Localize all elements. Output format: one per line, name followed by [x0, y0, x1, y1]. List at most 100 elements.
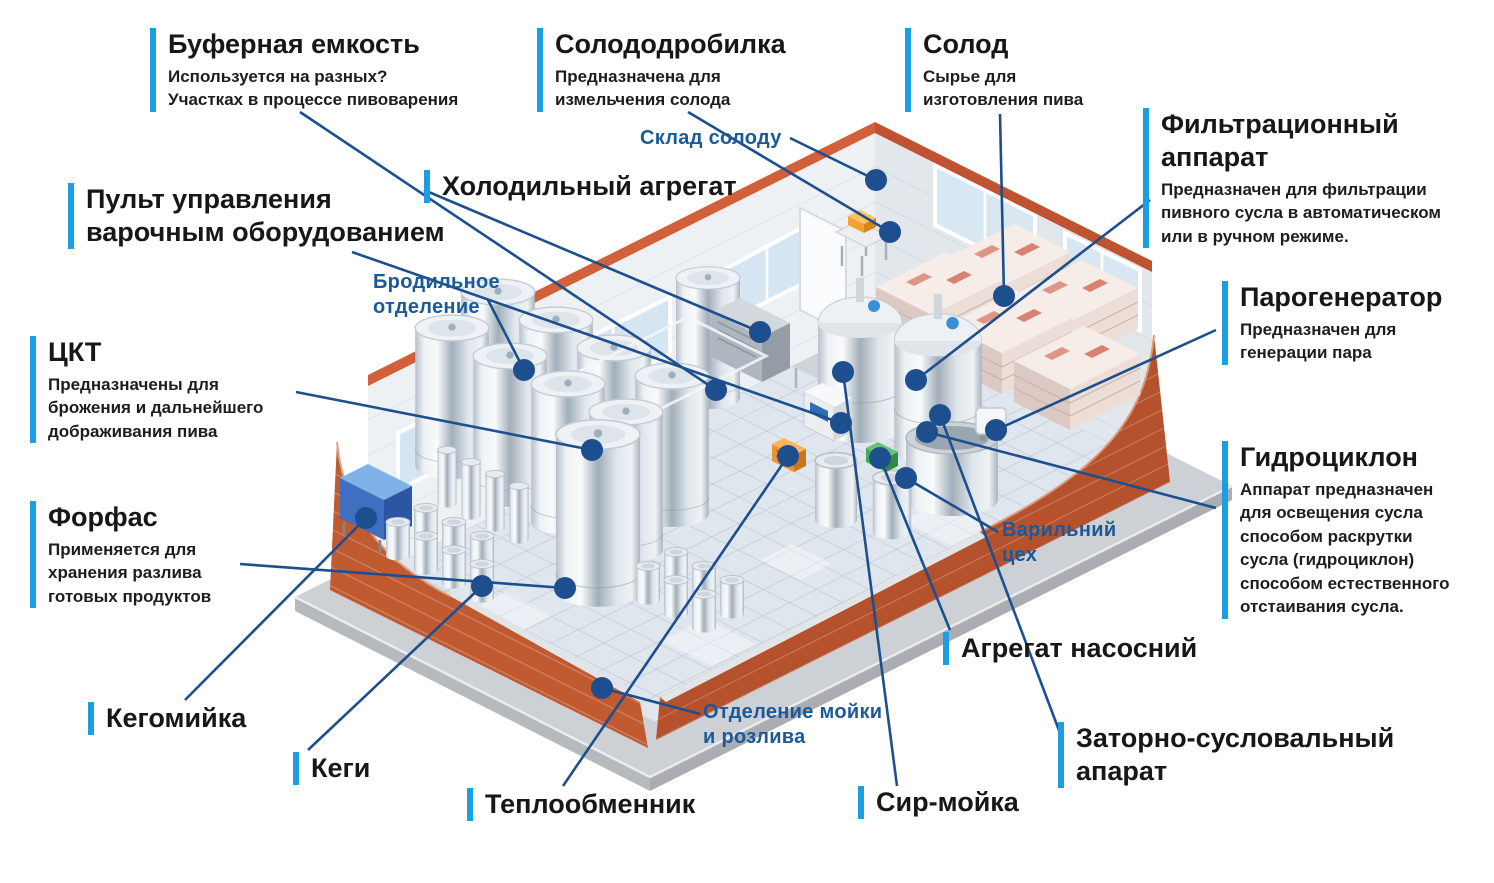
accent-bar — [1222, 441, 1228, 619]
callout-malt: Солод Сырье для изготовления пива — [905, 28, 1083, 112]
callout-title: Солододробилка — [555, 29, 786, 59]
connector-dot — [471, 575, 493, 597]
mash-apparatus-line — [929, 404, 1062, 734]
accent-bar — [1143, 108, 1149, 249]
callout-pump-unit: Агрегат насосний — [943, 632, 1197, 665]
callout-malt-mill: Солододробилка Предназначена для измельч… — [537, 28, 786, 112]
callout-title: Парогенератор — [1240, 282, 1443, 312]
connector-dot — [993, 285, 1015, 307]
callout-tskt: ЦКТ Предназначены для брожения и дальней… — [30, 336, 264, 444]
callout-title: Заторно-сусловальный апарат — [1076, 723, 1395, 786]
connector-dot — [705, 379, 727, 401]
callout-title: Агрегат насосний — [961, 633, 1198, 663]
buffer-tank-line — [299, 110, 727, 401]
washing-room-line — [591, 677, 701, 716]
callout-title: Буферная емкость — [168, 29, 420, 59]
room-label-washing: Отделение мойки и розлива — [703, 701, 883, 748]
malt-storage-line — [789, 136, 887, 191]
callout-steam-generator: Парогенератор Предназначен для генерации… — [1222, 281, 1442, 365]
room-label-fermentation: Бродильное отделение — [373, 271, 500, 318]
callout-filter-apparatus: Фильтрационный аппарат Предназначен для … — [1143, 108, 1494, 249]
connector-dot — [513, 359, 535, 381]
accent-bar — [30, 501, 36, 609]
callout-title: Холодильный агрегат — [442, 171, 737, 201]
callout-forfas: Форфас Применяется для хранения разлива … — [30, 501, 212, 609]
connector-dot — [929, 404, 951, 426]
connector-dot — [865, 169, 887, 191]
callout-desc: Применяется для хранения разлива готовых… — [48, 539, 212, 606]
control-panel-line — [351, 250, 852, 434]
connector-dot — [895, 467, 917, 489]
callout-title: Солод — [923, 29, 1009, 59]
steam-generator-line — [985, 328, 1217, 441]
connector-dot — [916, 421, 938, 443]
accent-bar — [88, 702, 94, 735]
callout-kegs: Кеги — [293, 752, 370, 785]
connector-dot — [830, 412, 852, 434]
connector-dot — [869, 447, 891, 469]
connector-dot — [554, 577, 576, 599]
connector-dot — [355, 507, 377, 529]
connector-dot — [832, 361, 854, 383]
accent-bar — [1058, 722, 1064, 788]
callout-heat-exchanger: Теплообменник — [467, 788, 695, 821]
accent-bar — [68, 183, 74, 249]
accent-bar — [905, 28, 911, 112]
callout-desc: Предназначен для фильтрации пивного сусл… — [1161, 179, 1441, 246]
accent-bar — [467, 788, 473, 821]
connector-dot — [581, 439, 603, 461]
hydrocyclone-line — [916, 421, 1217, 510]
callout-title: ЦКТ — [48, 337, 102, 367]
callout-desc: Аппарат предназначен для освещения сусла… — [1240, 479, 1450, 617]
pump-unit-line — [869, 447, 952, 631]
callout-title: Фильтрационный аппарат — [1161, 109, 1399, 172]
callout-title: Гидроциклон — [1240, 442, 1418, 472]
sir-washer-line — [832, 361, 899, 787]
connector-dot — [879, 221, 901, 243]
connector-dot — [985, 419, 1007, 441]
accent-bar — [293, 752, 299, 785]
callout-desc: Предназначены для брожения и дальнейшего… — [48, 374, 264, 441]
callout-hydrocyclone: Гидроциклон Аппарат предназначен для осв… — [1222, 441, 1450, 619]
fermentation-room-line — [486, 299, 535, 381]
callout-buffer-tank: Буферная емкость Используется на разных?… — [150, 28, 458, 112]
room-label-brew-shop: Варильний цех — [1002, 519, 1117, 566]
malt-mill-line — [687, 110, 901, 243]
forfas-line — [239, 562, 576, 599]
connector-dot — [749, 321, 771, 343]
accent-bar — [424, 170, 430, 203]
brew-shop-line — [895, 467, 999, 534]
callout-title: Теплообменник — [485, 789, 696, 819]
callout-title: Форфас — [48, 502, 158, 532]
callout-chiller: Холодильный агрегат — [424, 170, 737, 203]
chiller-line — [423, 188, 771, 343]
callout-desc: Предназначена для измельчения солода — [555, 66, 731, 110]
connector-dot — [777, 445, 799, 467]
malt-line — [993, 113, 1015, 307]
accent-bar — [858, 786, 864, 819]
callout-title: Сир-мойка — [876, 787, 1019, 817]
keg-washer-line — [184, 507, 377, 701]
callout-mash-apparatus: Заторно-сусловальный апарат — [1058, 722, 1394, 788]
callout-title: Пульт управления варочным оборудованием — [86, 184, 445, 247]
callout-desc: Используется на разных? Участках в проце… — [168, 66, 459, 110]
accent-bar — [30, 336, 36, 444]
accent-bar — [150, 28, 156, 112]
callout-sir-washer: Сир-мойка — [858, 786, 1019, 819]
callout-title: Кегомийка — [106, 703, 247, 733]
connector-dot — [905, 369, 927, 391]
heat-exchanger-line — [561, 445, 799, 787]
accent-bar — [537, 28, 543, 112]
accent-bar — [943, 632, 949, 665]
filter-line — [905, 198, 1151, 391]
room-label-malt-storage: Склад солоду — [640, 127, 782, 149]
callout-keg-washer: Кегомийка — [88, 702, 246, 735]
callout-desc: Предназначен для генерации пара — [1240, 319, 1397, 363]
callout-title: Кеги — [311, 753, 371, 783]
callout-control-panel: Пульт управления варочным оборудованием — [68, 183, 445, 249]
connector-dot — [591, 677, 613, 699]
kegs-line — [307, 575, 493, 751]
accent-bar — [1222, 281, 1228, 365]
